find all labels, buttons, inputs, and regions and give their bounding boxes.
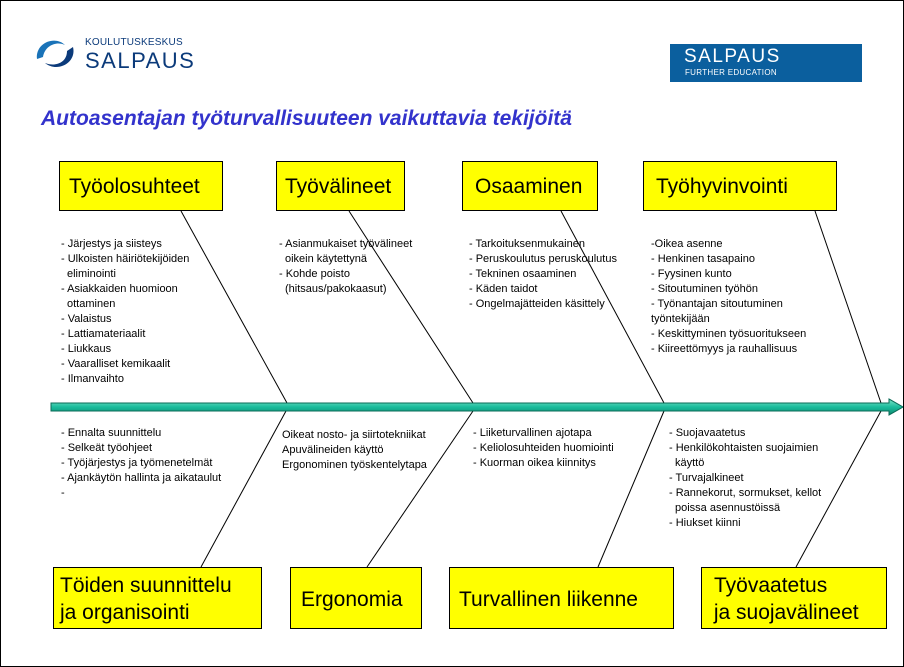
list-item: - Asiakkaiden huomioon (61, 283, 178, 295)
bone-bottom-4 (795, 410, 882, 568)
list-item: Oikeat nosto- ja siirtotekniikat (282, 429, 426, 441)
list-tyohyvinvointi: -Oikea asenne - Henkinen tasapaino - Fyy… (651, 237, 806, 357)
list-tyovalineet: - Asianmukaiset työvälineet oikein käyte… (279, 237, 412, 297)
list-ergonomia: Oikeat nosto- ja siirtotekniikat Apuväli… (282, 428, 427, 473)
list-tyovaatetus: - Suojavaatetus - Henkilökohtaisten suoj… (669, 426, 821, 531)
main-arrow (50, 398, 903, 416)
box-tyovaatetus-line1: Työvaatetus (714, 574, 828, 597)
list-item: poissa asennustöissä (675, 502, 781, 514)
logo-left-small-text: KOULUTUSKESKUS (85, 37, 183, 48)
salpaus-swirl-icon (36, 40, 74, 68)
list-item: - Lattiamateriaalit (61, 328, 146, 340)
box-osaaminen: Osaaminen (462, 161, 598, 211)
list-item: - Keskittyminen työsuoritukseen (651, 328, 807, 340)
list-turvallinen-liikenne: - Liiketurvallinen ajotapa - Keliolosuht… (473, 426, 614, 471)
box-tyohyvinvointi: Työhyvinvointi (643, 161, 837, 211)
list-item: - Asianmukaiset työvälineet (279, 238, 413, 250)
list-item: - Suojavaatetus (669, 427, 746, 439)
logo-right-small-text: FURTHER EDUCATION (685, 68, 777, 77)
list-item: käyttö (675, 457, 705, 469)
bone-bottom-3 (597, 410, 665, 568)
list-item: - Henkinen tasapaino (651, 253, 755, 265)
list-item: työntekijään (651, 313, 710, 325)
list-item: - Kuorman oikea kiinnitys (473, 457, 596, 469)
box-tyovalineet: Työvälineet (276, 161, 405, 211)
bone-top-2 (348, 210, 474, 404)
list-tyoolosuhteet: - Järjestys ja siisteys - Ulkoisten häir… (61, 237, 189, 387)
list-item: - Sitoutuminen työhön (651, 283, 759, 295)
list-item: - Liukkaus (61, 343, 112, 355)
list-item: - Turvajalkineet (669, 472, 744, 484)
list-item: - Käden taidot (469, 283, 538, 295)
box-ergonomia-label: Ergonomia (301, 588, 403, 611)
box-osaaminen-label: Osaaminen (475, 175, 583, 198)
list-item: - Työjärjestys ja työmenetelmät (61, 457, 213, 469)
list-item: (hitsaus/pakokaasut) (285, 283, 387, 295)
list-item: - Ajankäytön hallinta ja aikataulut (61, 472, 222, 484)
box-turvallinen-liikenne-label: Turvallinen liikenne (459, 588, 638, 611)
list-item: - Tekninen osaaminen (469, 268, 577, 280)
bone-top-4 (814, 210, 882, 404)
box-tyovaatetus-line2: ja suojavälineet (708, 601, 859, 624)
box-tyoolosuhteet: Työolosuhteet (59, 161, 223, 211)
box-tyovaatetus: Työvaatetus ja suojavälineet (701, 567, 887, 629)
box-tyovalineet-label: Työvälineet (285, 175, 392, 198)
box-toiden-suunnittelu: Töiden suunnittelu ja organisointi (53, 567, 262, 629)
list-item: - Kiireettömyys ja rauhallisuus (651, 343, 798, 355)
list-item: - Valaistus (61, 313, 112, 325)
list-item: - Henkilökohtaisten suojaimien (669, 442, 819, 454)
list-item: - Tarkoituksenmukainen (469, 238, 585, 250)
bone-bottom-1 (200, 410, 287, 568)
box-tyohyvinvointi-label: Työhyvinvointi (656, 175, 788, 198)
list-item: Apuvälineiden käyttö (282, 444, 384, 456)
list-item: - Hiukset kiinni (669, 517, 741, 529)
list-item: - Ongelmajätteiden käsittely (469, 298, 605, 310)
bone-top-1 (180, 210, 288, 404)
list-item: - Vaaralliset kemikaalit (61, 358, 171, 370)
list-osaaminen: - Tarkoituksenmukainen - Peruskoulutus p… (469, 237, 617, 312)
bone-top-3 (560, 210, 665, 404)
list-item: Ergonominen työskentelytapa (282, 459, 427, 471)
list-item: - Rannekorut, sormukset, kellot (669, 487, 822, 499)
list-item: - Ulkoisten häiriötekijöiden (61, 253, 190, 265)
box-tyoolosuhteet-label: Työolosuhteet (69, 175, 200, 198)
list-item: -Oikea asenne (651, 238, 723, 250)
list-item: eliminointi (67, 268, 116, 280)
box-toiden-suunnittelu-line1: Töiden suunnittelu (60, 574, 232, 597)
bone-bottom-2 (366, 410, 474, 568)
list-item: - Selkeät työohjeet (61, 442, 153, 454)
list-item: - Järjestys ja siisteys (61, 238, 162, 250)
list-item: - Ennalta suunnittelu (61, 427, 162, 439)
list-item: - Kohde poisto (279, 268, 350, 280)
list-toiden-suunnittelu: - Ennalta suunnittelu - Selkeät työohjee… (61, 426, 221, 501)
logo-left-big-text: SALPAUS (85, 48, 196, 73)
box-ergonomia: Ergonomia (290, 567, 422, 629)
list-item: - Ilmanvaihto (61, 373, 124, 385)
box-toiden-suunnittelu-line2: ja organisointi (60, 601, 190, 624)
salpaus-further-education-logo: SALPAUS FURTHER EDUCATION (670, 44, 862, 82)
list-item: ottaminen (67, 298, 116, 310)
koulutuskeskus-salpaus-logo: KOULUTUSKESKUS SALPAUS (31, 31, 201, 75)
list-item: - Peruskoulutus peruskoulutus (469, 253, 617, 265)
logo-right-big-text: SALPAUS (684, 46, 781, 67)
list-item: - Liiketurvallinen ajotapa (473, 427, 592, 439)
box-turvallinen-liikenne: Turvallinen liikenne (449, 567, 674, 629)
list-item: - Keliolosuhteiden huomiointi (473, 442, 614, 454)
list-item: - (61, 487, 65, 499)
page-title: Autoasentajan työturvallisuuteen vaikutt… (41, 107, 572, 130)
list-item: - Fyysinen kunto (651, 268, 732, 280)
list-item: - Työnantajan sitoutuminen (651, 298, 783, 310)
list-item: oikein käytettynä (285, 253, 367, 265)
